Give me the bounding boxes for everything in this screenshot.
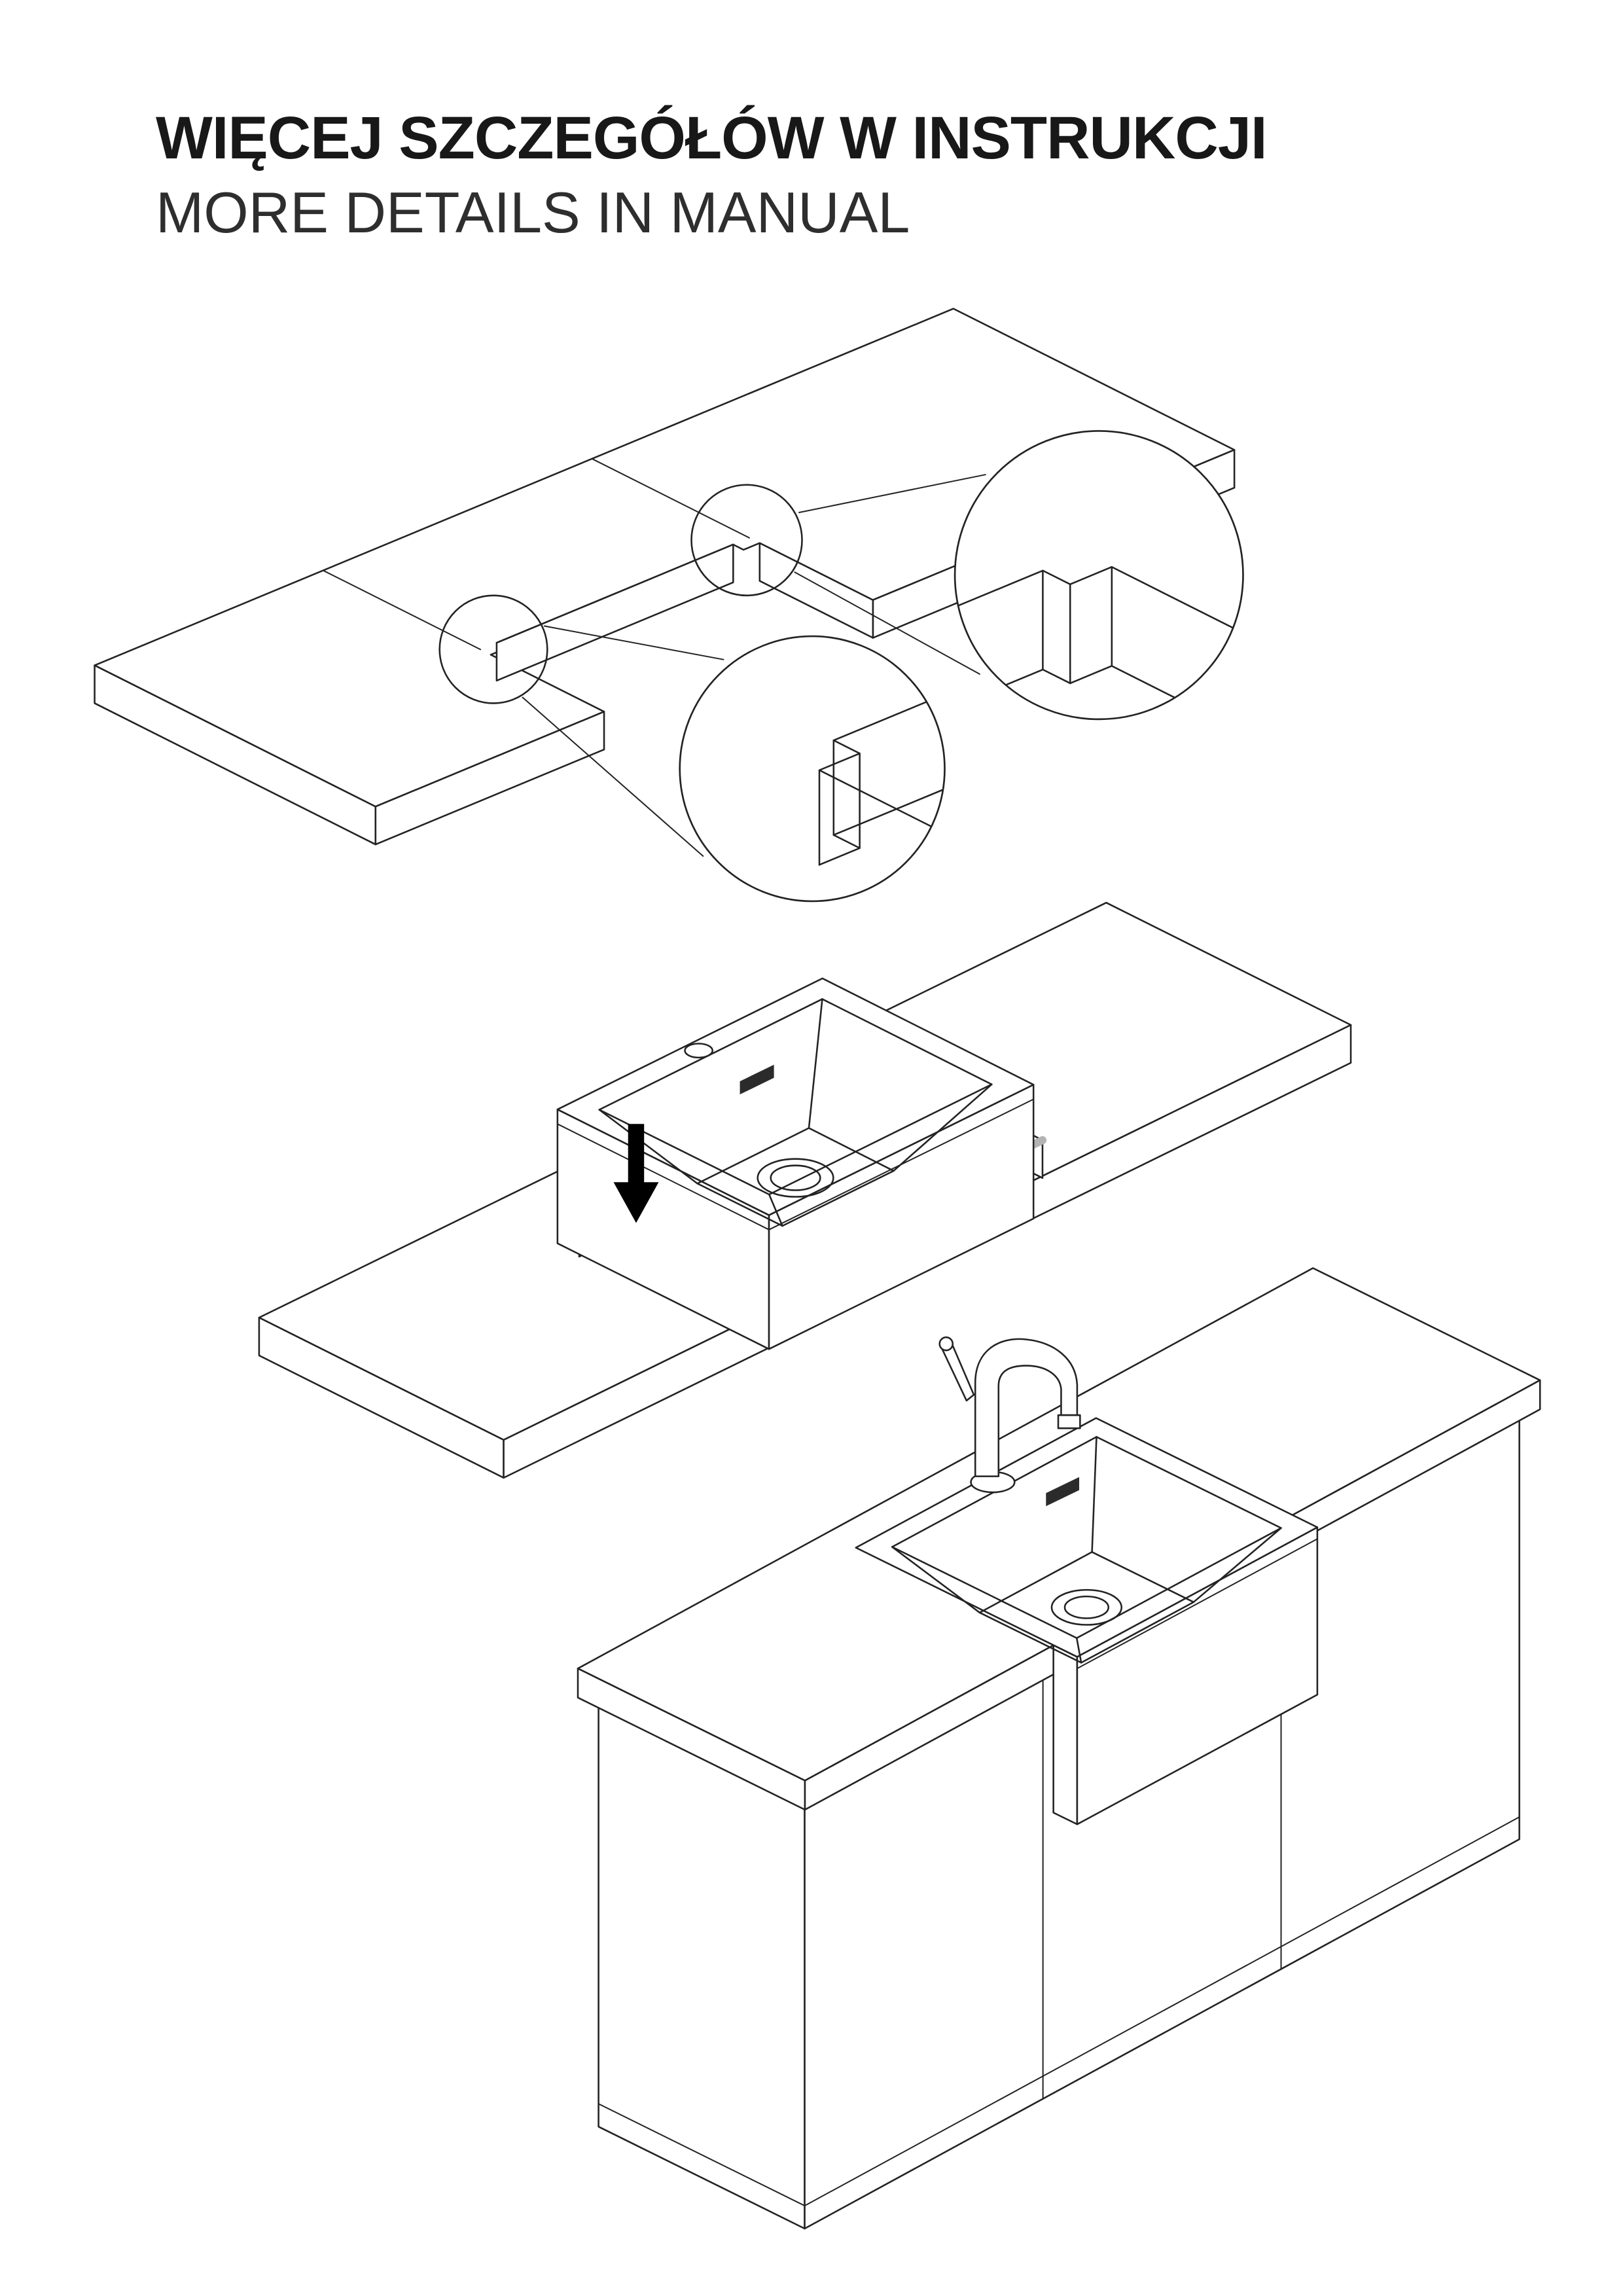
faucet xyxy=(938,1336,1081,1494)
zoom-circle-2 xyxy=(679,635,946,903)
zoom2-bottom-edges xyxy=(818,756,945,866)
worktop-joint-seam-right xyxy=(591,457,751,539)
leader-lines-left-detail xyxy=(522,625,724,857)
step3-overflow-slot xyxy=(1046,1477,1080,1507)
cutout-back-wall xyxy=(495,543,734,682)
worktop-joint-seam-left xyxy=(322,569,482,651)
step3-basin-corner-edges xyxy=(891,1436,1282,1664)
countertop-front-face-left xyxy=(374,711,605,846)
step-2-sink-insertion-diagram xyxy=(258,901,1352,1479)
zoom-circle-1 xyxy=(954,430,1244,721)
detail-marker-circle-left xyxy=(438,594,548,704)
overflow-slot xyxy=(740,1064,774,1095)
down-arrow-icon xyxy=(613,1124,659,1223)
step3-basin-bottom xyxy=(978,1551,1195,1664)
sink-apron-left-sliver xyxy=(1052,1644,1079,1825)
faucet-handle-knob xyxy=(938,1336,954,1352)
zoom-detail-left-corner xyxy=(679,635,946,903)
faucet-body xyxy=(974,1338,1079,1477)
faucet-spout-aerator xyxy=(1057,1414,1081,1429)
faucet-handle-lever xyxy=(940,1342,975,1402)
sink-basin-bottom xyxy=(696,1127,895,1227)
leader-lines-right-detail xyxy=(794,474,986,675)
sink-basin-corner-edges xyxy=(598,998,993,1227)
sink-apron-lip-line xyxy=(1076,1538,1318,1670)
step-3-installed-sink-diagram xyxy=(577,1267,1541,2230)
step3-drain-outer-ring xyxy=(1050,1588,1123,1626)
drain-inner-ring xyxy=(770,1164,821,1191)
drain-outer-ring xyxy=(757,1158,834,1198)
step2-sink xyxy=(556,977,1035,1350)
page-subtitle: MORE DETAILS IN MANUAL xyxy=(156,180,910,245)
page-title: WIĘCEJ SZCZEGÓŁÓW W INSTRUKCJI xyxy=(156,105,1268,171)
zoom2-vertical-edges xyxy=(818,739,861,866)
step3-drain-inner-ring xyxy=(1063,1595,1110,1619)
cutout-right-wall xyxy=(758,542,874,639)
sink-rim-lip-lines xyxy=(556,1098,1035,1230)
detail-marker-circle-right xyxy=(690,484,803,597)
step-1-countertop-cutout-diagram xyxy=(94,308,1244,903)
faucet-mounting-hole xyxy=(684,1043,714,1059)
cabinet-toe-kick-lines xyxy=(597,1816,1520,2207)
page-header: WIĘCEJ SZCZEGÓŁÓW W INSTRUKCJI MORE DETA… xyxy=(156,105,1268,245)
zoom1-vertical-edges xyxy=(1042,565,1113,685)
